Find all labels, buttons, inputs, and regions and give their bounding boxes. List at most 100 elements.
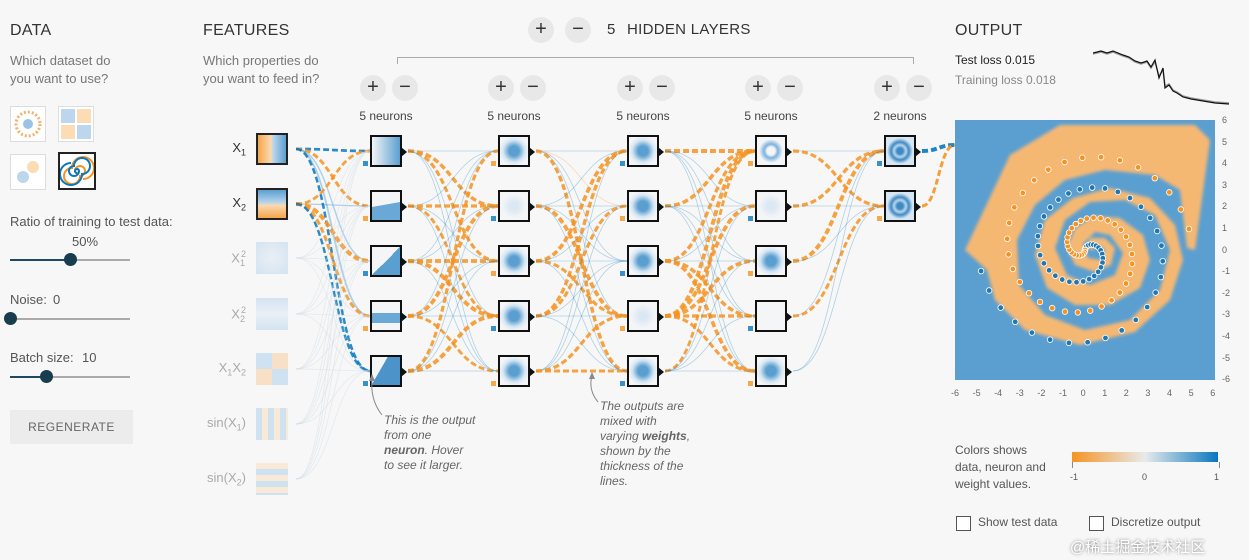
weight-link[interactable]	[407, 205, 499, 262]
dataset-xor-thumb[interactable]	[58, 106, 94, 142]
weight-link[interactable]	[407, 204, 499, 318]
bias-indicator[interactable]	[748, 216, 753, 221]
neuron-node[interactable]	[370, 245, 407, 277]
weight-link[interactable]	[407, 150, 499, 317]
weight-link[interactable]	[407, 259, 499, 318]
feature-node[interactable]	[256, 133, 288, 165]
weight-link[interactable]	[664, 314, 756, 373]
weight-link[interactable]	[295, 149, 371, 206]
bias-indicator[interactable]	[620, 326, 625, 331]
neuron-node[interactable]	[884, 190, 921, 222]
weight-link[interactable]	[792, 204, 885, 318]
weight-link[interactable]	[664, 205, 756, 262]
bias-indicator[interactable]	[748, 326, 753, 331]
weight-link[interactable]	[535, 260, 628, 317]
neuron-node[interactable]	[627, 300, 664, 332]
feature-node[interactable]	[256, 242, 288, 274]
neuron-node[interactable]	[755, 245, 792, 277]
neuron-node[interactable]	[884, 135, 921, 167]
bias-indicator[interactable]	[748, 161, 753, 166]
weight-link[interactable]	[921, 143, 956, 208]
remove-neuron-button[interactable]: −	[392, 75, 418, 101]
weight-link[interactable]	[792, 149, 885, 263]
weight-link[interactable]	[295, 257, 371, 372]
weight-link[interactable]	[535, 149, 628, 373]
weight-link[interactable]	[295, 260, 371, 315]
feature-node[interactable]	[256, 188, 288, 220]
weight-link[interactable]	[295, 205, 371, 259]
weight-link[interactable]	[295, 260, 371, 480]
neuron-node[interactable]	[627, 135, 664, 167]
bias-indicator[interactable]	[748, 271, 753, 276]
neuron-node[interactable]	[755, 135, 792, 167]
neuron-node[interactable]	[370, 135, 407, 167]
weight-link[interactable]	[407, 260, 499, 372]
add-neuron-button[interactable]: +	[617, 75, 643, 101]
neuron-node[interactable]	[498, 245, 535, 277]
neuron-node[interactable]	[498, 300, 535, 332]
dataset-spiral-thumb[interactable]	[58, 152, 96, 190]
bias-indicator[interactable]	[363, 381, 368, 386]
weight-link[interactable]	[792, 205, 885, 372]
regenerate-button[interactable]: REGENERATE	[10, 410, 133, 444]
weight-link[interactable]	[664, 205, 756, 262]
neuron-node[interactable]	[627, 190, 664, 222]
batch-slider-knob[interactable]	[40, 370, 53, 383]
weight-link[interactable]	[535, 150, 628, 207]
weight-link[interactable]	[792, 150, 885, 372]
remove-layer-button[interactable]: −	[565, 17, 591, 43]
weight-link[interactable]	[295, 147, 371, 373]
bias-indicator[interactable]	[620, 216, 625, 221]
weight-link[interactable]	[295, 150, 371, 315]
weight-link[interactable]	[664, 205, 756, 372]
feature-node[interactable]	[256, 298, 288, 330]
bias-indicator[interactable]	[877, 161, 882, 166]
weight-link[interactable]	[664, 315, 756, 372]
neuron-node[interactable]	[498, 355, 535, 387]
weight-link[interactable]	[407, 149, 499, 373]
neuron-node[interactable]	[370, 355, 407, 387]
weight-link[interactable]	[295, 150, 371, 425]
weight-link[interactable]	[535, 314, 628, 373]
weight-link[interactable]	[295, 260, 371, 370]
bias-indicator[interactable]	[491, 271, 496, 276]
weight-link[interactable]	[295, 260, 371, 425]
weight-link[interactable]	[792, 205, 885, 262]
weight-link[interactable]	[407, 150, 499, 317]
weight-link[interactable]	[792, 149, 885, 208]
bias-indicator[interactable]	[491, 216, 496, 221]
weight-link[interactable]	[792, 150, 885, 317]
bias-indicator[interactable]	[620, 381, 625, 386]
weight-link[interactable]	[295, 148, 371, 262]
weight-link[interactable]	[295, 370, 371, 425]
weight-link[interactable]	[664, 149, 756, 318]
neuron-node[interactable]	[755, 300, 792, 332]
weight-link[interactable]	[664, 204, 756, 318]
weight-link[interactable]	[407, 260, 499, 317]
weight-link[interactable]	[407, 150, 499, 207]
noise-slider-knob[interactable]	[4, 312, 17, 325]
weight-link[interactable]	[295, 205, 371, 425]
weight-link[interactable]	[664, 260, 756, 372]
neuron-node[interactable]	[627, 245, 664, 277]
neuron-node[interactable]	[755, 190, 792, 222]
bias-indicator[interactable]	[363, 326, 368, 331]
add-neuron-button[interactable]: +	[488, 75, 514, 101]
feature-node[interactable]	[256, 463, 288, 495]
weight-link[interactable]	[407, 260, 499, 372]
weight-link[interactable]	[295, 205, 371, 480]
neuron-node[interactable]	[627, 355, 664, 387]
bias-indicator[interactable]	[877, 216, 882, 221]
remove-neuron-button[interactable]: −	[649, 75, 675, 101]
neuron-node[interactable]	[370, 190, 407, 222]
bias-indicator[interactable]	[491, 161, 496, 166]
weight-link[interactable]	[407, 314, 499, 373]
neuron-node[interactable]	[755, 355, 792, 387]
bias-indicator[interactable]	[620, 161, 625, 166]
weight-link[interactable]	[295, 205, 371, 315]
weight-link[interactable]	[295, 203, 371, 207]
weight-link[interactable]	[921, 143, 956, 153]
dataset-gaussian-thumb[interactable]	[10, 154, 46, 190]
weight-link[interactable]	[535, 205, 628, 372]
weight-link[interactable]	[295, 202, 371, 373]
